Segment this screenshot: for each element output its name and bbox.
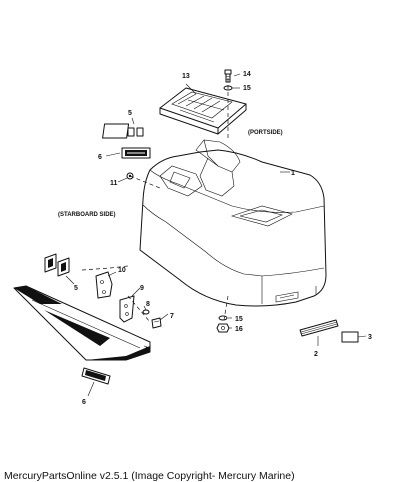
callout-6-bottom: 6	[82, 399, 86, 406]
callout-9: 9	[140, 285, 144, 292]
callout-6-top: 6	[98, 154, 102, 161]
portside-label: (PORTSIDE)	[248, 130, 283, 136]
callout-5-left: 5	[74, 285, 78, 292]
screw-part-14	[224, 69, 232, 83]
washer-part-15-bottom	[218, 315, 228, 321]
assembly-dash-lines	[81, 78, 229, 323]
leader-lines	[65, 73, 367, 397]
decal-part-6-bottom	[81, 367, 111, 385]
exploded-parts-diagram: (PORTSIDE) (STARBOARD SIDE) 1 2 3 4 5 5 …	[13, 69, 372, 406]
decal-part-5-top	[102, 123, 144, 139]
callout-13: 13	[182, 73, 190, 80]
callout-15-bottom: 15	[235, 316, 243, 323]
decal-part-5-left	[44, 253, 70, 277]
handle-plate-part-13	[159, 87, 247, 135]
callout-1: 1	[291, 170, 295, 177]
decal-strip-part-2	[299, 319, 339, 337]
callout-2: 2	[314, 351, 318, 358]
callout-11: 11	[110, 180, 118, 187]
nut-part-16	[216, 323, 230, 333]
callout-10: 10	[118, 267, 126, 274]
callout-14: 14	[243, 71, 251, 78]
latch-part-9	[119, 295, 135, 323]
callout-4: 4	[144, 347, 148, 354]
side-decal-part-4	[13, 285, 151, 361]
starboard-side-label: (STARBOARD SIDE)	[58, 212, 116, 218]
fastener-part-11	[126, 172, 134, 180]
copyright-caption: MercuryPartsOnline v2.5.1 (Image Copyrig…	[4, 470, 295, 482]
screw-part-7	[151, 317, 162, 329]
callout-7: 7	[170, 313, 174, 320]
decal-part-6-top	[121, 147, 151, 159]
top-cowl-part-1	[139, 139, 327, 307]
small-decal-part-3	[341, 331, 359, 343]
callout-5-top: 5	[128, 110, 132, 117]
latch-bracket-part-10	[95, 271, 113, 299]
callout-15-top: 15	[243, 85, 251, 92]
washer-part-8	[142, 309, 150, 315]
callout-8: 8	[146, 301, 150, 308]
callout-3: 3	[368, 334, 372, 341]
callout-16: 16	[235, 326, 243, 333]
